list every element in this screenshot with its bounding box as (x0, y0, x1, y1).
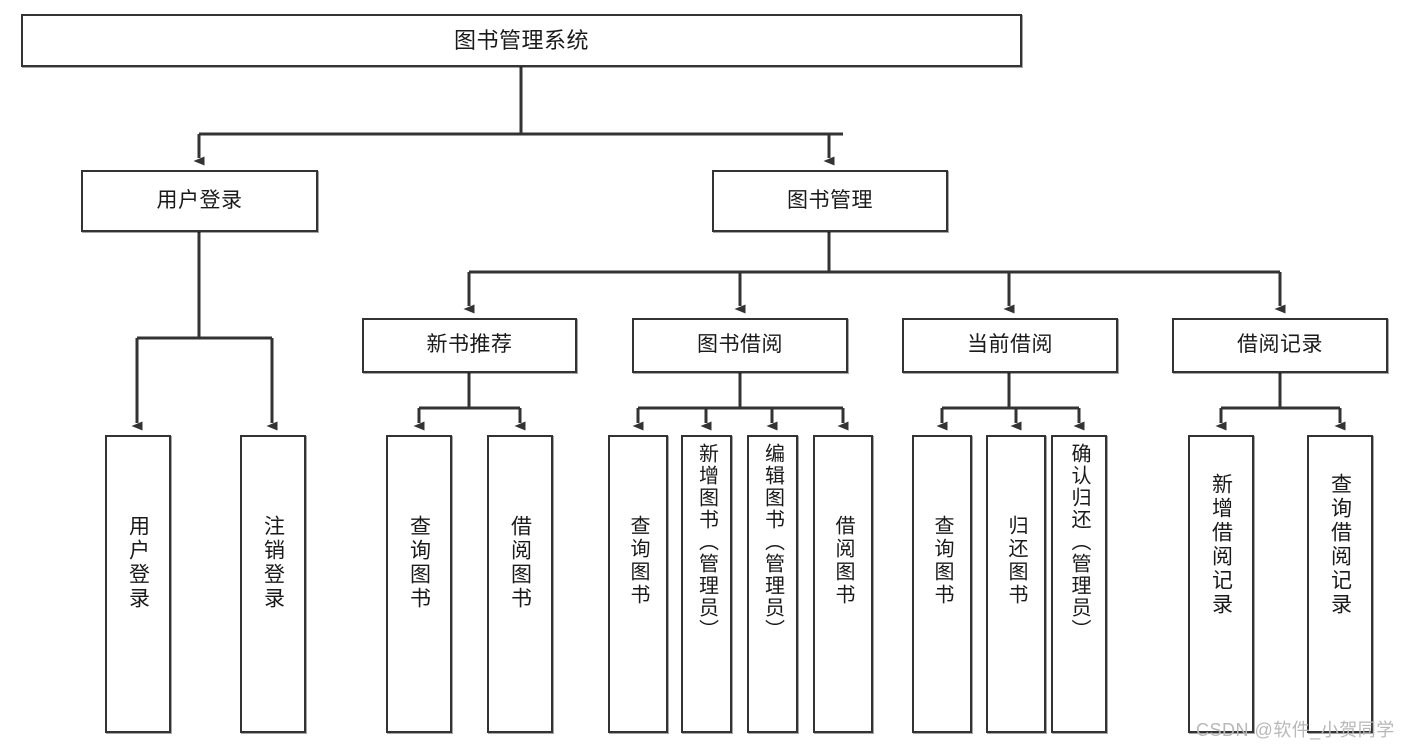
edge-root-to-level2 (193, 67, 843, 166)
node-book-management[interactable]: 图书管理 (712, 170, 948, 232)
node-leaf-cb-return-book[interactable]: 归还图书 (986, 435, 1046, 733)
node-leaf-rec-query-book[interactable]: 查询图书 (386, 435, 452, 733)
edge-currentborrow-to-leaves (936, 373, 1085, 431)
node-root-system[interactable]: 图书管理系统 (21, 14, 1022, 67)
node-label: 借阅图书 (508, 515, 532, 611)
node-label: 图书管理系统 (453, 27, 589, 53)
node-label: 注销登录 (261, 515, 285, 611)
node-label: 查询借阅记录 (1328, 473, 1352, 617)
node-leaf-bb-add-book-admin[interactable]: 新增图书（管理员） (681, 435, 732, 733)
node-label: 借阅记录 (1237, 333, 1323, 357)
node-leaf-cb-query-book[interactable]: 查询图书 (912, 435, 972, 733)
node-leaf-bb-borrow-book[interactable]: 借阅图书 (813, 435, 873, 733)
node-label: 用户登录 (126, 515, 150, 611)
node-book-borrow[interactable]: 图书借阅 (632, 318, 848, 373)
node-label: 用户登录 (156, 188, 243, 212)
node-label: 确认归还（管理员） (1068, 443, 1090, 641)
node-new-book-recommendation[interactable]: 新书推荐 (362, 318, 577, 373)
node-leaf-cb-confirm-return-admin[interactable]: 确认归还（管理员） (1051, 435, 1107, 733)
edge-borrowrecord-to-leaves (1215, 373, 1346, 431)
node-borrow-record[interactable]: 借阅记录 (1172, 318, 1388, 373)
node-leaf-bb-edit-book-admin[interactable]: 编辑图书（管理员） (747, 435, 798, 733)
node-leaf-user-logout[interactable]: 注销登录 (240, 435, 306, 733)
node-label: 查询图书 (627, 515, 649, 607)
node-leaf-br-add-record[interactable]: 新增借阅记录 (1188, 435, 1254, 733)
node-label: 当前借阅 (967, 333, 1053, 357)
edge-userlogin-to-leaves (131, 232, 278, 431)
node-label: 新增借阅记录 (1209, 473, 1233, 617)
node-leaf-rec-borrow-book[interactable]: 借阅图书 (487, 435, 553, 733)
node-current-borrow[interactable]: 当前借阅 (902, 318, 1118, 373)
node-label: 新增图书（管理员） (695, 443, 718, 641)
node-label: 查询图书 (407, 515, 431, 611)
node-label: 编辑图书（管理员） (761, 443, 784, 641)
node-label: 借阅图书 (832, 515, 854, 607)
node-leaf-bb-query-book[interactable]: 查询图书 (608, 435, 668, 733)
node-label: 归还图书 (1005, 515, 1027, 607)
node-label: 查询图书 (931, 515, 953, 607)
edge-newbookrec-to-leaves (413, 373, 526, 431)
node-leaf-user-login[interactable]: 用户登录 (105, 435, 171, 733)
node-label: 图书借阅 (697, 333, 783, 357)
node-leaf-br-query-record[interactable]: 查询借阅记录 (1307, 435, 1373, 733)
edge-bookmanage-to-level3 (463, 232, 1286, 314)
edge-bookborrow-to-leaves (632, 373, 849, 431)
node-label: 新书推荐 (426, 333, 513, 357)
node-user-login[interactable]: 用户登录 (81, 170, 318, 232)
node-label: 图书管理 (787, 188, 873, 212)
